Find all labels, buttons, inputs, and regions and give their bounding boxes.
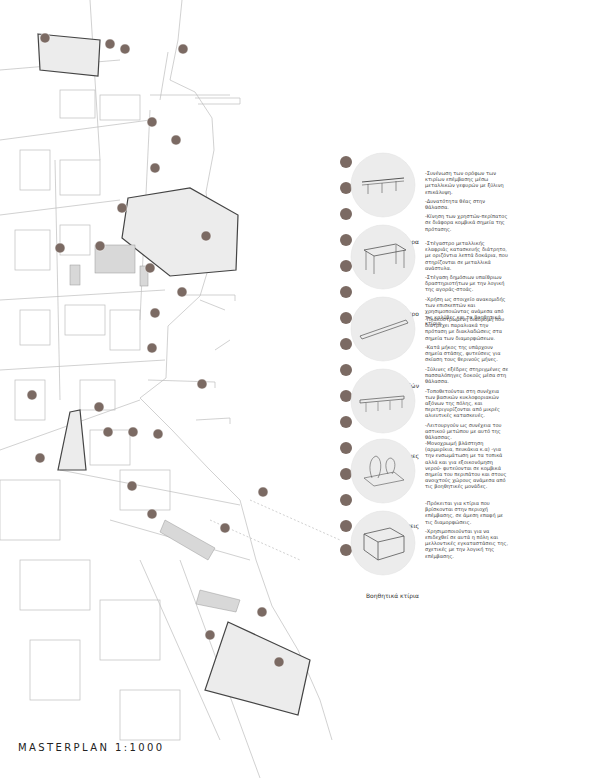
legend-icon	[350, 368, 416, 434]
note-text: -Κατά μήκος της υπάρχουν σημεία στάσης, …	[425, 344, 509, 363]
legend-icon	[350, 152, 416, 218]
note-text: -Συνένωση των ορόφων των κτιρίων επέμβασ…	[425, 170, 509, 195]
legend-notes: -Πρόκειται για κτίρια που βρίσκονται στη…	[425, 500, 509, 562]
legend-heading: Βοηθητικά κτίρια	[366, 592, 419, 599]
note-text: -Δυνατότητα θέας στην θάλασσα.	[425, 198, 509, 210]
note-text: -Πρόκειται για κτίρια που βρίσκονται στη…	[425, 500, 509, 525]
note-text: -Λειτουργούν ως συνέχεια του αστικού μετ…	[425, 422, 509, 441]
legend-notes: -Ξύλινες εξέδρες στηριγμένες σε πασσαλόπ…	[425, 366, 509, 443]
note-text: -Χρησιμοποιούνται για να επιδεχθεί σε αυ…	[425, 528, 509, 559]
note-text: -Κίνηση των χρηστών-περίπατος σε διάφορα…	[425, 213, 509, 232]
note-text: -Στέγαστρο μεταλλικής ελαφριάς κατασκευή…	[425, 240, 509, 271]
legend-icon	[350, 224, 416, 290]
legend-notes: -Συνένωση των ορόφων των κτιρίων επέμβασ…	[425, 170, 509, 235]
note-text: -Ξύλινες εξέδρες στηριγμένες σε πασσαλόπ…	[425, 366, 509, 385]
legend-icon	[350, 296, 416, 362]
legend-icon	[350, 510, 416, 576]
note-text: -Στέγαση δημόσιων υπαίθριων δραστηριοτήτ…	[425, 274, 509, 293]
note-text: -Πλακοστρωμένη διαδρομή που διατρέχει πα…	[425, 316, 509, 341]
legend-icon	[350, 438, 416, 504]
legend-notes: -Πλακοστρωμένη διαδρομή που διατρέχει πα…	[425, 316, 509, 365]
legend-notes: -Μονοχρωμή βλάστηση (αρμυρίκια, πευκάκια…	[425, 440, 509, 493]
plan-title: MASTERPLAN 1:1000	[18, 742, 165, 753]
note-text: -Τοποθετούνται στη συνέχεια των βασικών …	[425, 388, 509, 419]
note-text: -Μονοχρωμή βλάστηση (αρμυρίκια, πευκάκια…	[425, 440, 509, 490]
